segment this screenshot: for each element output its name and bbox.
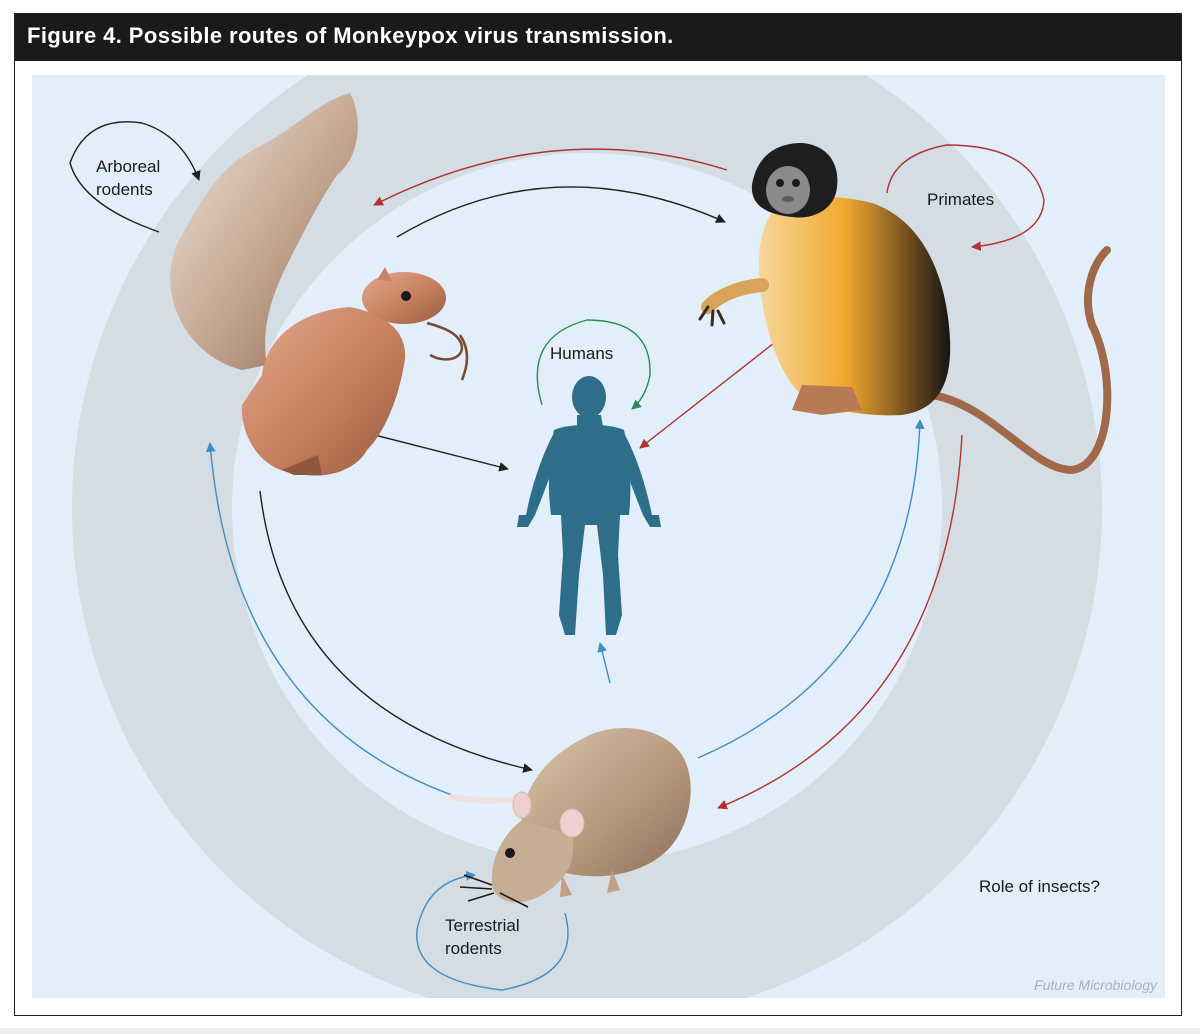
label-terrestrial-line2: rodents (445, 939, 502, 958)
label-terrestrial-rodents: Terrestrial rodents (445, 916, 520, 958)
arrow-arboreal-to-terrestrial (259, 490, 533, 773)
squirrel-illustration (170, 93, 469, 476)
monkey-illustration (698, 143, 1112, 475)
arrow-terrestrial-to-arboreal (205, 442, 453, 796)
label-arboreal-line2: rodents (96, 180, 153, 199)
label-humans: Humans (550, 344, 613, 363)
figure-credit: Future Microbiology (1034, 977, 1158, 993)
label-terrestrial-line1: Terrestrial (445, 916, 520, 935)
label-arboreal-rodents: Arboreal rodents (96, 157, 160, 199)
label-arboreal-line1: Arboreal (96, 157, 160, 176)
title-bar: Figure 4. Possible routes of Monkeypox v… (15, 14, 1181, 61)
arrow-primates-to-arboreal (373, 148, 728, 206)
page-bottom-rule (0, 1028, 1200, 1034)
arrow-primates-to-terrestrial (717, 434, 963, 810)
rat-illustration (449, 728, 691, 908)
arrow-terrestrial-to-primates (697, 419, 925, 759)
figure-title: Figure 4. Possible routes of Monkeypox v… (27, 23, 674, 48)
transmission-diagram: Arboreal rodents Primates Humans Terrest… (32, 75, 1165, 998)
arrow-terrestrial-self-loop (416, 871, 569, 991)
arrow-arboreal-to-primates (396, 186, 726, 238)
arrow-arboreal-to-humans (354, 429, 509, 472)
arrow-arboreal-self-loop (69, 121, 201, 233)
arrow-terrestrial-to-humans (597, 642, 611, 684)
arrow-humans-self-loop (536, 319, 651, 410)
label-role-of-insects: Role of insects? (979, 877, 1100, 896)
arrow-primates-self-loop (886, 144, 1045, 251)
arrow-primates-to-humans (639, 342, 775, 449)
transmission-ring (72, 75, 1102, 998)
human-silhouette-icon (517, 376, 661, 635)
label-primates: Primates (927, 190, 994, 209)
